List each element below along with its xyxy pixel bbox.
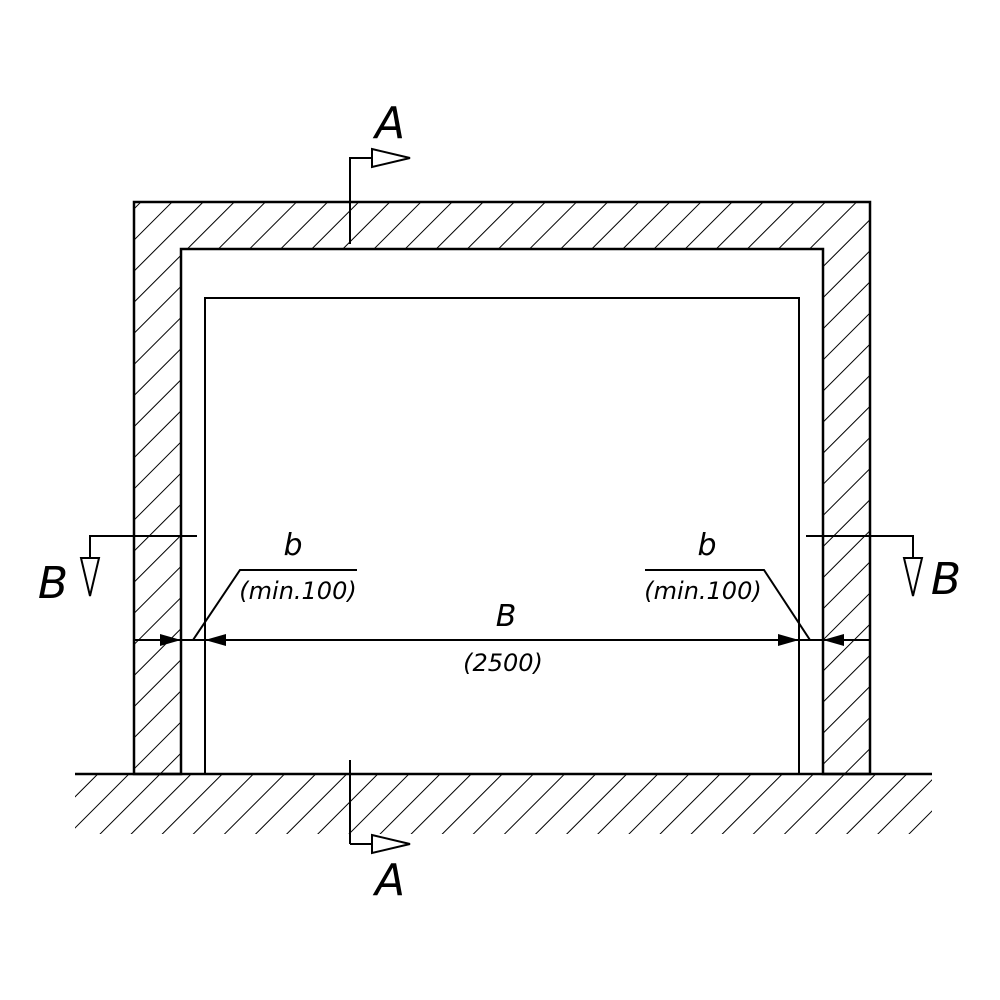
section-b-right-label: B [931, 554, 961, 605]
dim-width-label: B [496, 599, 517, 634]
section-b-right-marker [806, 535, 924, 597]
wall-frame [132, 200, 872, 776]
floor-hatch [75, 774, 932, 834]
dim-b-right-label: b [697, 528, 716, 563]
dim-b-right-value: (min.100) [644, 577, 761, 605]
section-a-bottom-marker [349, 760, 411, 855]
dim-b-left-label: b [283, 528, 302, 563]
door-panel-outline [204, 297, 800, 774]
dimension-line [134, 634, 870, 646]
section-a-bottom-label: A [372, 855, 405, 906]
leader-left-b [192, 569, 357, 641]
section-a-top-label: A [372, 98, 405, 149]
section-b-left-marker [79, 535, 197, 597]
leader-right-b [645, 569, 811, 641]
dim-width-value: (2500) [463, 649, 543, 677]
section-b-left-label: B [38, 558, 68, 609]
dim-b-left-value: (min.100) [239, 577, 356, 605]
section-a-top-marker [349, 147, 411, 244]
